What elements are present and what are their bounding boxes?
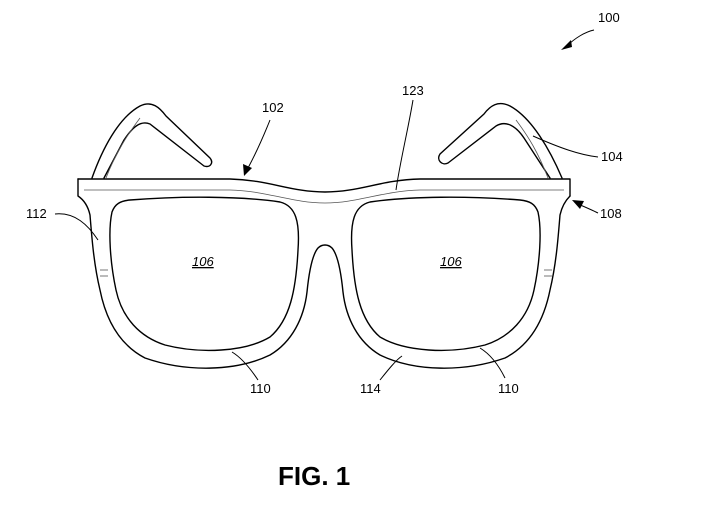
label-106-right: 106 [440,254,462,269]
leader-lines [54,29,599,381]
label-110-right: 110 [498,381,519,396]
label-102: 102 [262,100,284,115]
label-106-left: 106 [192,254,214,269]
label-108: 108 [600,206,622,221]
right-lens [350,196,541,352]
left-temple [91,103,213,179]
right-temple [438,102,563,179]
label-104: 104 [601,149,623,164]
label-112: 112 [26,206,47,221]
left-lens [109,196,300,352]
label-100: 100 [598,10,620,25]
figure-caption: FIG. 1 [278,461,350,491]
label-123: 123 [402,83,424,98]
frame-outline [77,178,571,369]
frame-top-bar [77,178,571,204]
label-114: 114 [360,381,381,396]
label-110-left: 110 [250,381,271,396]
